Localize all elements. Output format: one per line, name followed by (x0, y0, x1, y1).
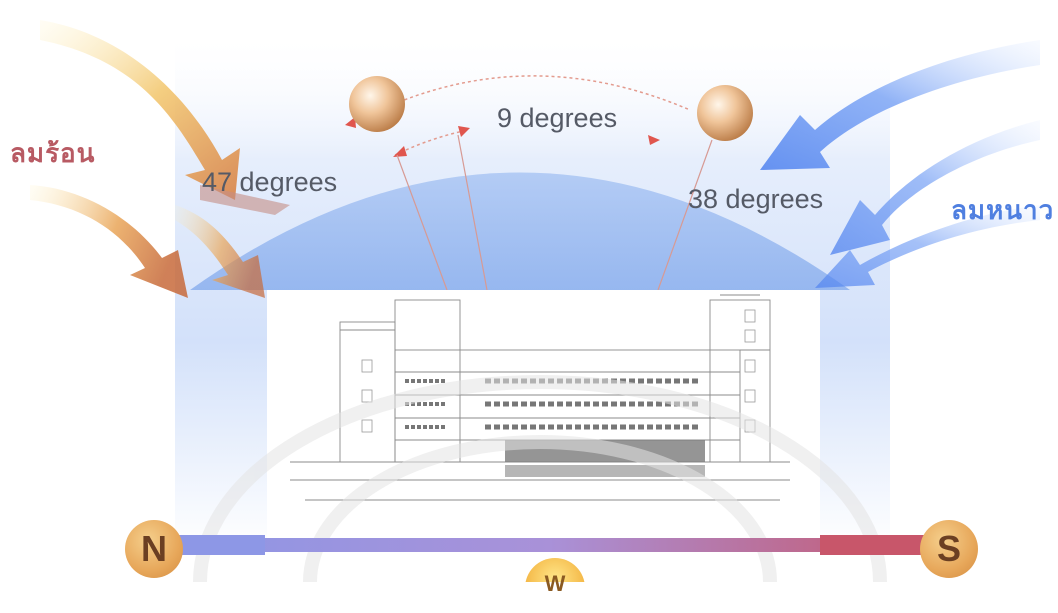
sun-path-diagram (30, 20, 1040, 582)
arc-arrowhead-left (345, 117, 356, 128)
angle-label-summer: 38 degrees (688, 184, 824, 214)
sun-ray-line (457, 134, 488, 291)
cold-wind-arrows (760, 40, 1040, 288)
watermark (193, 375, 887, 582)
hot-wind-arrows (30, 20, 290, 298)
arc-arrowhead-right (648, 135, 660, 145)
hot-wind-label: ลมร้อน (10, 138, 96, 168)
compass-south: S (920, 520, 978, 578)
compass-west-marker (525, 558, 585, 582)
sun-ray-line (396, 154, 448, 291)
cold-wind-label: ลมหนาว (951, 195, 1055, 225)
sun-summer (697, 85, 753, 141)
compass-north: N (125, 520, 183, 578)
sky-dome (190, 172, 850, 290)
sun-ray-line (657, 139, 713, 291)
angle-label-winter: 47 degrees (202, 167, 338, 197)
sun-winter (349, 76, 405, 132)
angle-label-difference: 9 degrees (497, 103, 618, 133)
axis-south-segment (820, 535, 925, 555)
angle-arrowhead-right (458, 126, 470, 137)
compass-west: W (544, 571, 566, 596)
angle-arrowhead-left (393, 146, 407, 157)
north-south-axis (160, 538, 940, 552)
axis-north-segment (160, 535, 265, 555)
